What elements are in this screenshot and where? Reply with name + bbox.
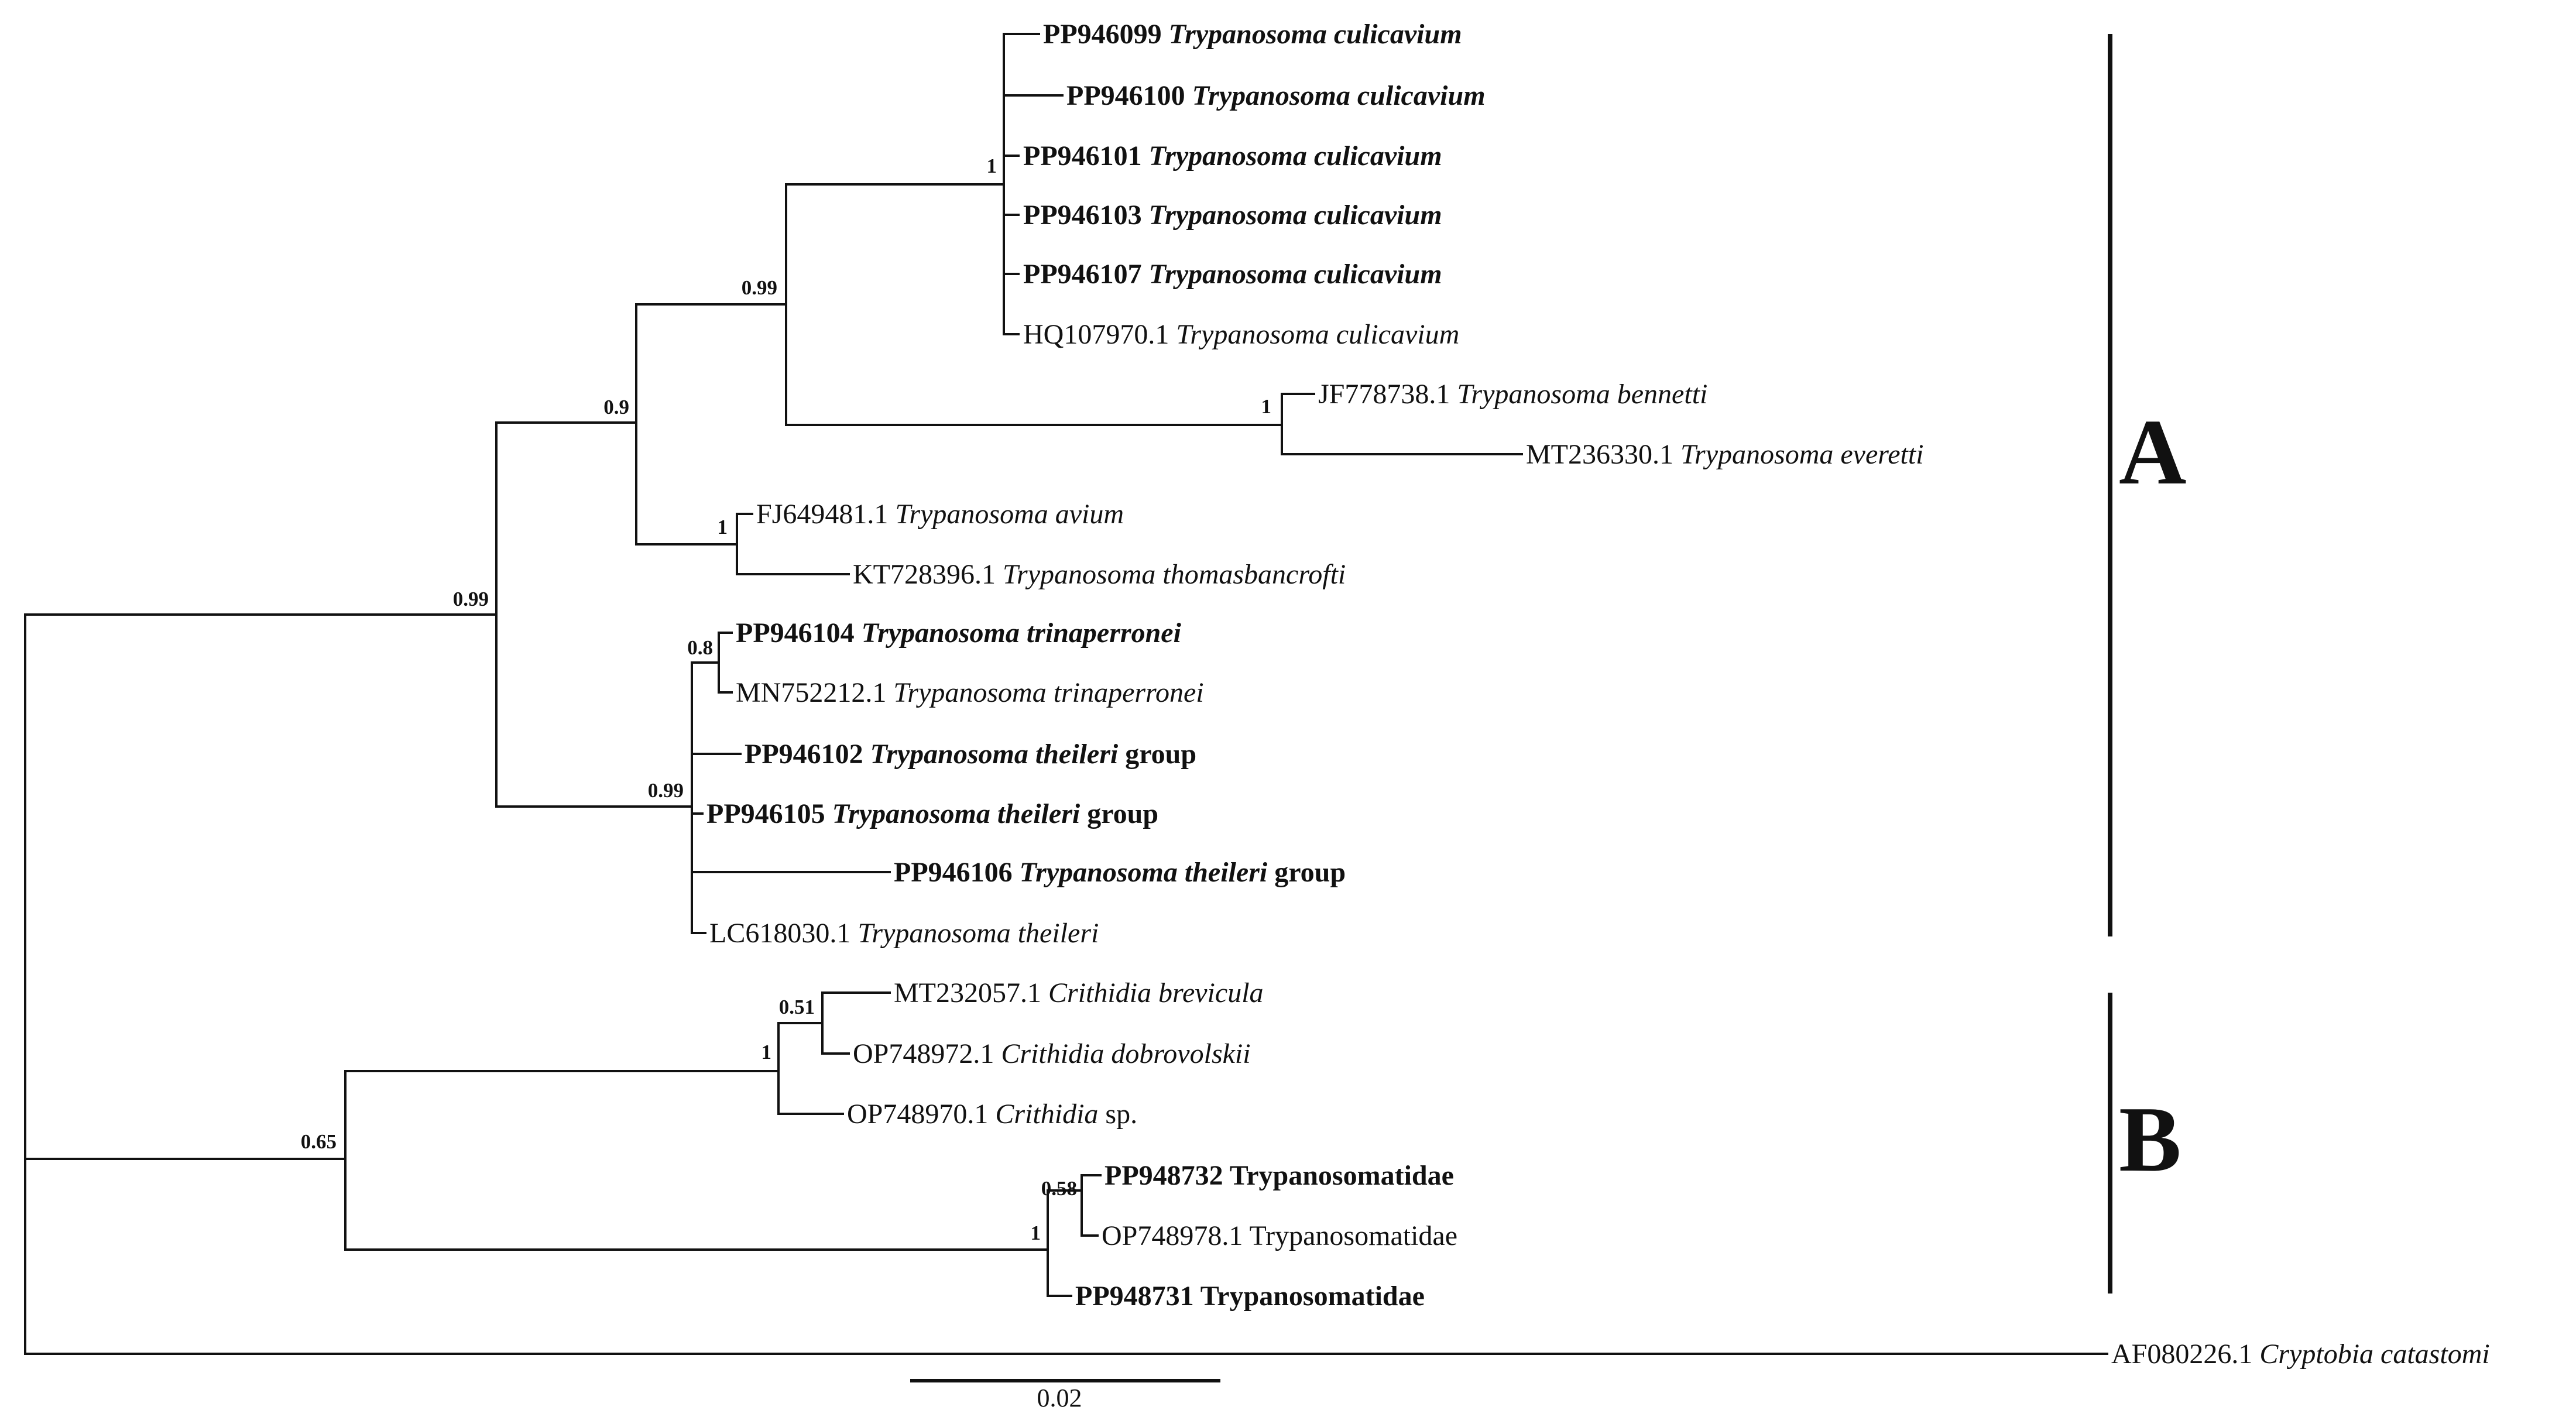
support-value: 0.99: [453, 588, 489, 610]
leaf-label: PP946104 Trypanosoma trinaperronei: [736, 617, 1182, 649]
support-value: 0.9: [603, 396, 629, 418]
support-value: 0.8: [687, 636, 713, 659]
leaf-label: JF778738.1 Trypanosoma bennetti: [1318, 379, 1707, 410]
leaf-label: KT728396.1 Trypanosoma thomasbancrofti: [853, 559, 1346, 590]
leaf-label: MT236330.1 Trypanosoma everetti: [1526, 439, 1924, 470]
clade-label-b: B: [2119, 1087, 2181, 1191]
leaf-label: PP946101 Trypanosoma culicavium: [1023, 140, 1442, 171]
support-value: 1: [762, 1041, 772, 1063]
support-value: 0.65: [301, 1130, 337, 1153]
scale-bar-label: 0.02: [1037, 1384, 1082, 1412]
leaf-label: LC618030.1 Trypanosoma theileri: [709, 918, 1099, 949]
leaf-label: PP946100 Trypanosoma culicavium: [1066, 80, 1486, 111]
leaf-label: PP946106 Trypanosoma theileri group: [894, 857, 1346, 888]
support-value: 1: [718, 516, 728, 538]
support-value: 0.51: [779, 996, 815, 1018]
clade-label-a: A: [2119, 400, 2187, 504]
support-value: 1: [1031, 1222, 1041, 1244]
tree-branches: [24, 33, 2108, 1355]
leaf-label: PP946099 Trypanosoma culicavium: [1043, 19, 1462, 50]
leaf-label: PP946105 Trypanosoma theileri group: [706, 798, 1158, 829]
leaf-label: OP748972.1 Crithidia dobrovolskii: [853, 1038, 1251, 1069]
support-value: 0.99: [742, 276, 777, 299]
leaf-label: PP946107 Trypanosoma culicavium: [1023, 259, 1442, 290]
leaf-label: AF080226.1 Cryptobia catastomi: [2111, 1339, 2490, 1370]
leaf-label: PP948732 Trypanosomatidae: [1105, 1160, 1454, 1191]
leaf-label: PP948731 Trypanosomatidae: [1075, 1281, 1425, 1312]
leaf-label: PP946103 Trypanosoma culicavium: [1023, 200, 1442, 231]
support-value: 0.58: [1041, 1177, 1077, 1200]
leaf-label: MN752212.1 Trypanosoma trinaperronei: [736, 677, 1204, 708]
clade-markers: A B: [2108, 34, 2187, 1294]
leaf-label: PP946102 Trypanosoma theileri group: [745, 739, 1196, 770]
leaf-label: OP748970.1 Crithidia sp.: [847, 1099, 1137, 1130]
support-value: 1: [987, 155, 997, 177]
leaf-label: HQ107970.1 Trypanosoma culicavium: [1023, 319, 1459, 350]
leaf-label: MT232057.1 Crithidia brevicula: [894, 977, 1264, 1008]
leaf-label: FJ649481.1 Trypanosoma avium: [756, 499, 1124, 530]
scale-bar: 0.02: [910, 1379, 1220, 1412]
support-value: 0.99: [648, 779, 684, 802]
support-value: 1: [1261, 395, 1272, 418]
leaf-labels: PP946099 Trypanosoma culicavium PP946100…: [706, 19, 2490, 1370]
leaf-label: OP748978.1 Trypanosomatidae: [1102, 1220, 1457, 1251]
support-values: 1 0.99 0.9 1 1 0.99 0.8 0.99 0.51 1 0.65…: [301, 155, 1271, 1244]
